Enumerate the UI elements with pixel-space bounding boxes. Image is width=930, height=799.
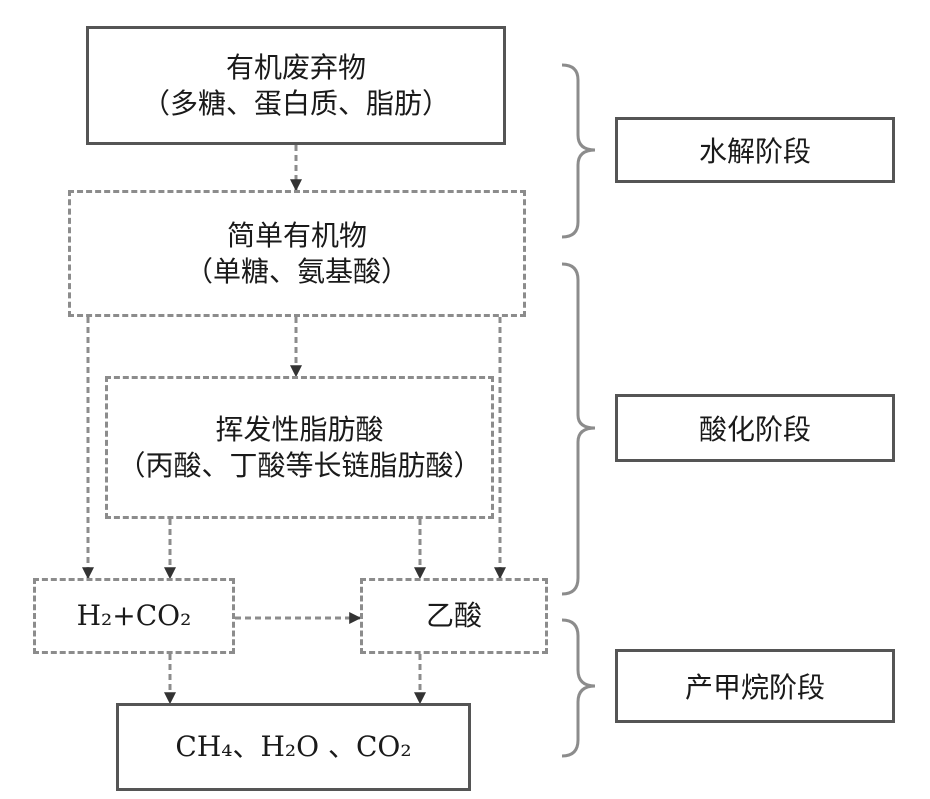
simple-organics-box: 简单有机物 （单糖、氨基酸） [68,190,526,317]
brace-methanogenesis [561,618,596,758]
h2-co2-box: H₂+CO₂ [33,578,235,654]
brace-hydrolysis [561,63,596,239]
stage-methanogenesis-box: 产甲烷阶段 [615,649,895,723]
acetic-acid-label: 乙酸 [425,599,482,632]
organic-waste-box: 有机废弃物 （多糖、蛋白质、脂肪） [86,26,506,145]
organic-waste-title: 有机废弃物 [225,50,366,84]
vfa-subtitle: （丙酸、丁酸等长链脂肪酸） [117,448,482,482]
simple-organics-subtitle: （单糖、氨基酸） [184,254,409,288]
acetic-acid-box: 乙酸 [360,578,548,654]
brace-acidification [561,262,596,596]
h2-co2-label: H₂+CO₂ [76,599,192,632]
stage-acidification-label: 酸化阶段 [698,413,811,446]
stage-hydrolysis-box: 水解阶段 [615,117,895,183]
products-label: CH₄、H₂O 、CO₂ [175,730,412,763]
simple-organics-title: 简单有机物 [226,218,367,252]
products-box: CH₄、H₂O 、CO₂ [116,703,471,791]
stage-acidification-box: 酸化阶段 [615,394,895,462]
organic-waste-subtitle: （多糖、蛋白质、脂肪） [141,86,450,120]
stage-hydrolysis-label: 水解阶段 [698,135,811,168]
vfa-box: 挥发性脂肪酸 （丙酸、丁酸等长链脂肪酸） [105,376,494,519]
vfa-title: 挥发性脂肪酸 [215,412,384,446]
stage-methanogenesis-label: 产甲烷阶段 [684,671,825,704]
